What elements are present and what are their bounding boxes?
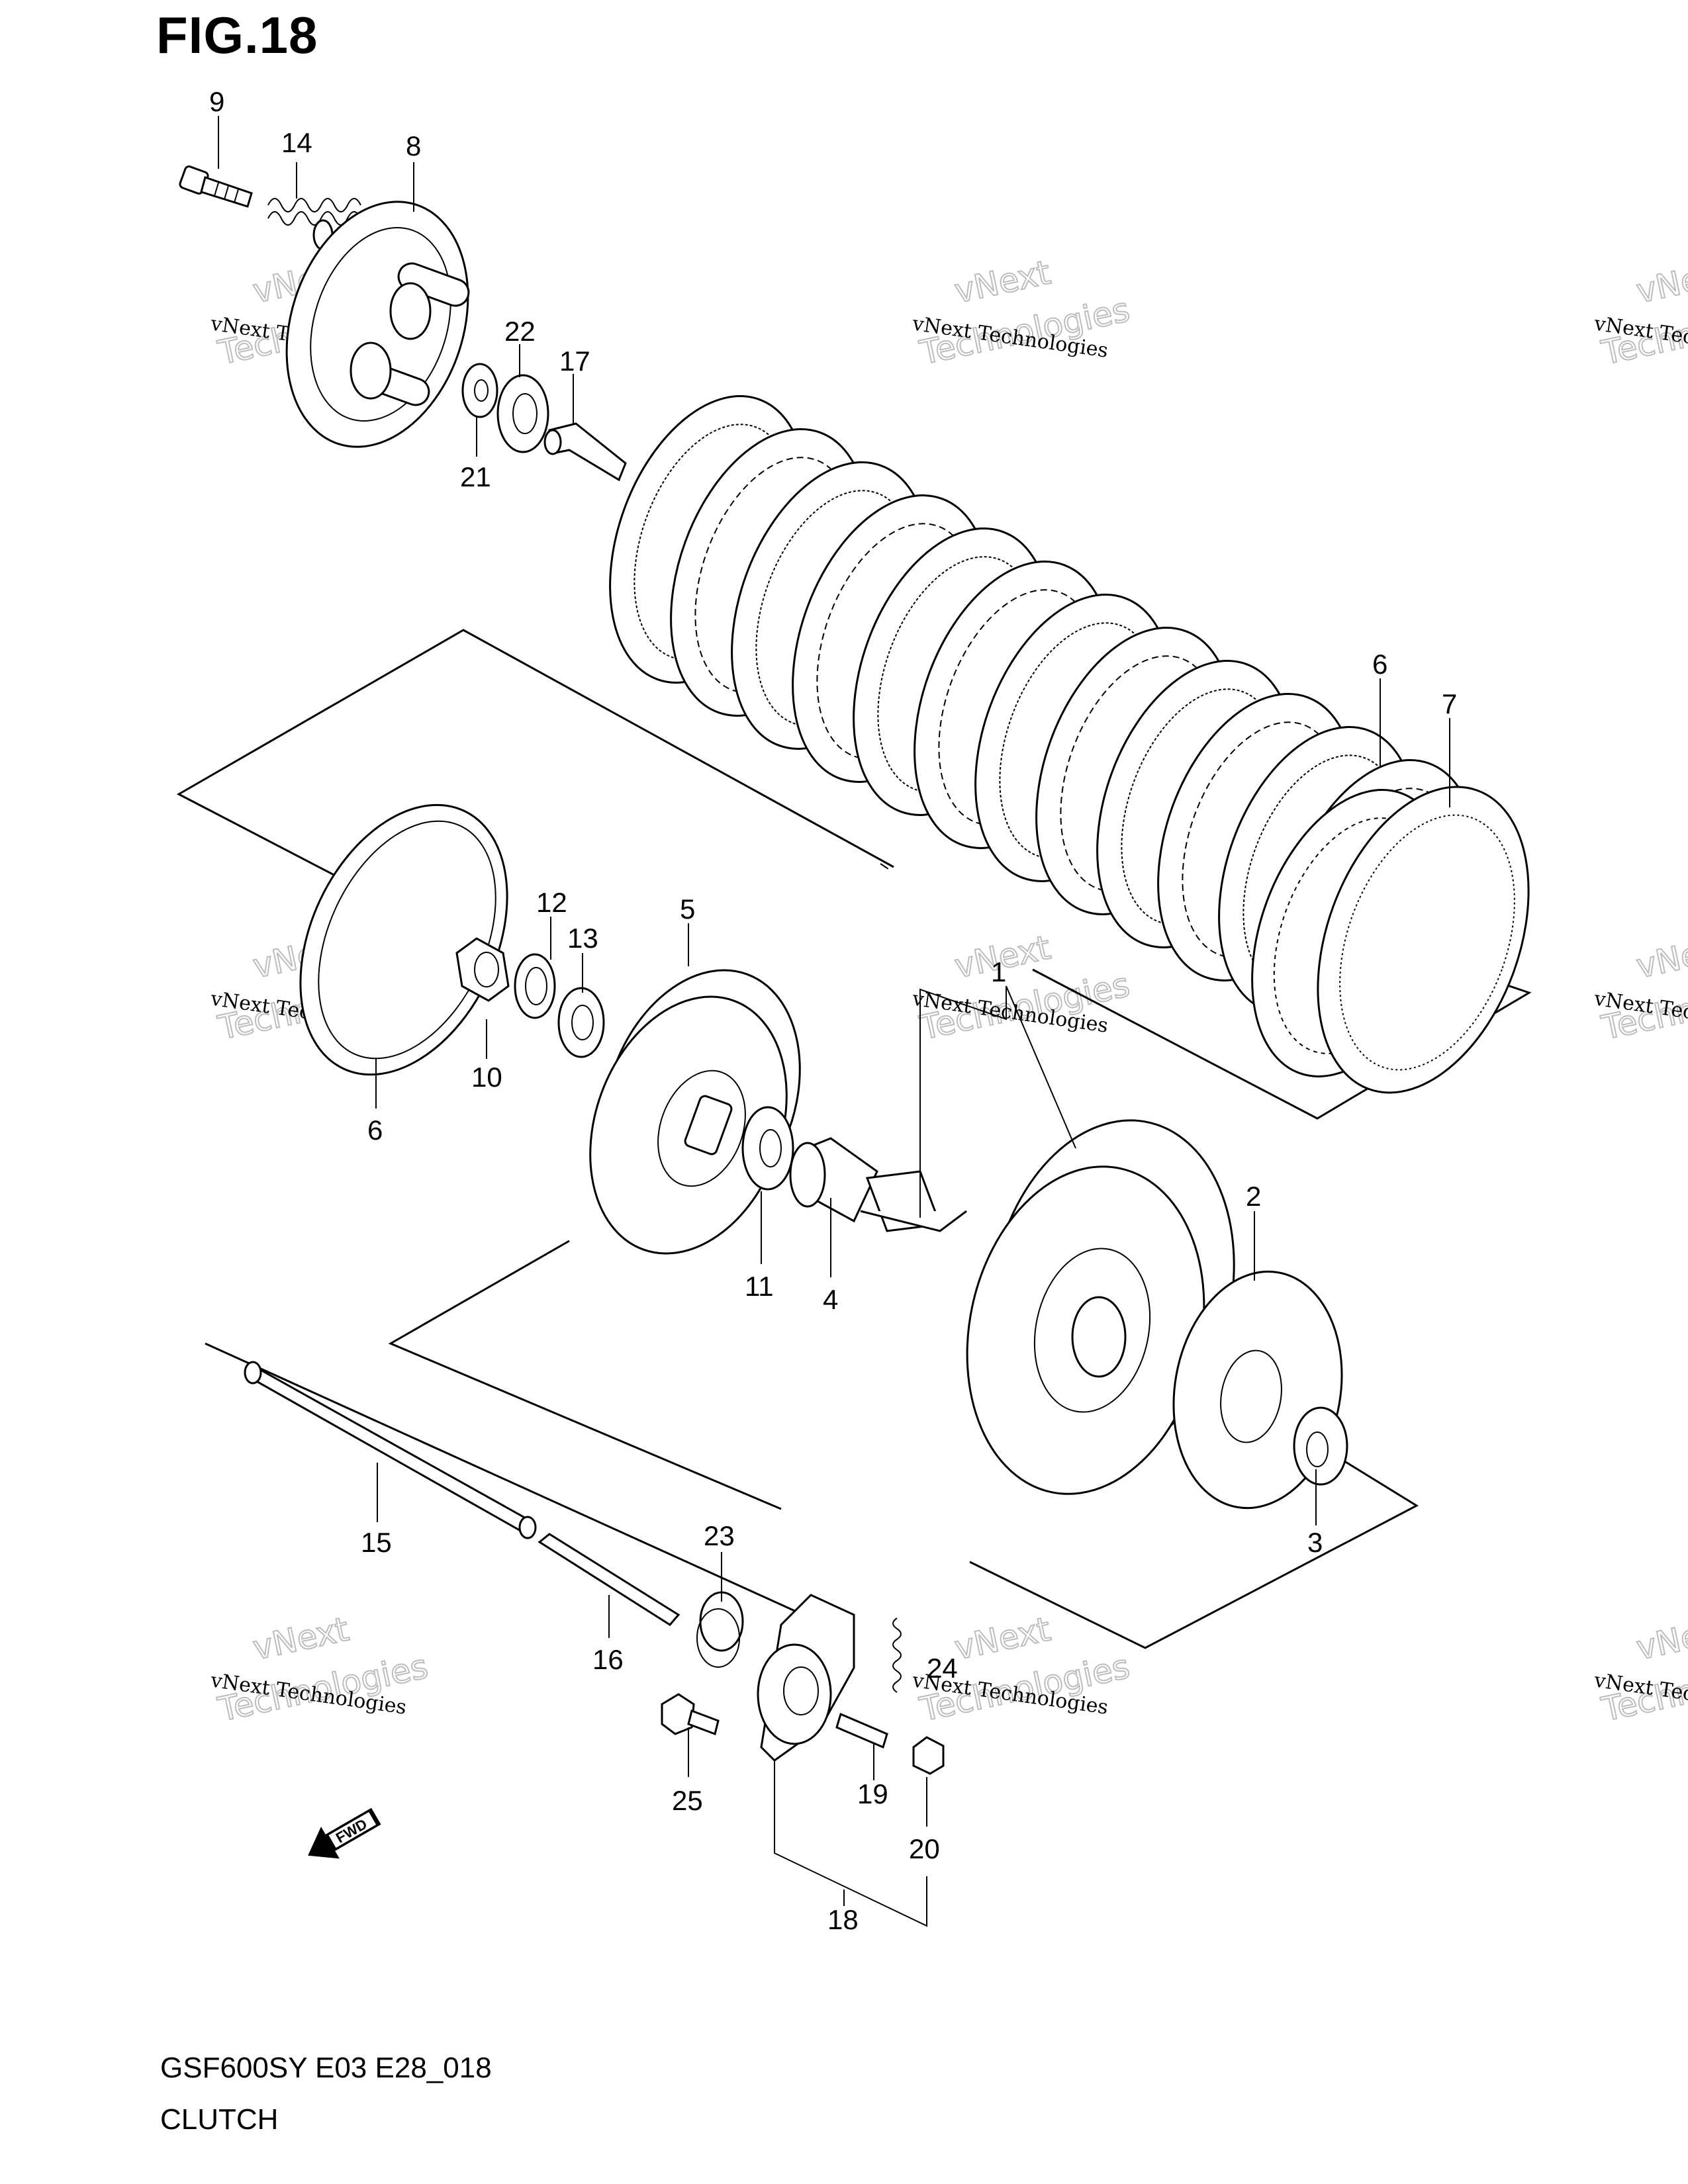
- part-1-primary-driven-gear: [860, 1119, 1235, 1495]
- callout-labels: 9 14 8 22 17 21 6 7 12 13 5 1 10 6 11 4 …: [209, 86, 1457, 1935]
- callout-6-top: 6: [1372, 649, 1387, 680]
- part-15-pushrod: [244, 1361, 537, 1539]
- callout-4: 4: [823, 1284, 838, 1315]
- part-10-nut: [455, 937, 510, 1002]
- part-8-pressure-plate: [285, 201, 470, 448]
- callout-14: 14: [281, 127, 312, 158]
- part-9-bolt: [179, 165, 253, 208]
- callout-21: 21: [460, 461, 491, 492]
- part-11-thrust-washer: [741, 1106, 794, 1191]
- part-22-bearing: [496, 374, 549, 453]
- callout-1: 1: [991, 956, 1006, 987]
- fwd-direction-arrow: FWD: [308, 1807, 381, 1859]
- callout-19: 19: [857, 1778, 888, 1809]
- part-23-cap: [696, 1591, 744, 1668]
- callout-3: 3: [1307, 1527, 1323, 1558]
- callout-23: 23: [704, 1520, 735, 1551]
- part-24-spring: [892, 1617, 902, 1693]
- callout-8: 8: [406, 130, 421, 161]
- lower-assembly-box: [205, 1240, 1419, 1649]
- watermark-outline: vNext: [951, 1610, 1054, 1667]
- part-16-rod: [538, 1533, 680, 1626]
- watermark-outline: vNext: [1633, 1610, 1688, 1667]
- callout-24: 24: [927, 1653, 958, 1684]
- callout-13: 13: [567, 923, 598, 954]
- callout-11: 11: [745, 1271, 774, 1302]
- callout-22: 22: [504, 316, 536, 347]
- diagram-code: GSF600SY E03 E28_018: [160, 2052, 492, 2084]
- callout-12: 12: [536, 887, 567, 918]
- callout-25: 25: [672, 1785, 703, 1816]
- part-18-release-assembly: [757, 1594, 855, 1762]
- part-13-lock-washer: [557, 987, 605, 1058]
- callout-10: 10: [471, 1062, 502, 1093]
- part-5-clutch-hub: [589, 969, 801, 1255]
- part-7-plate: [1317, 786, 1530, 1094]
- part-25-bolt: [661, 1693, 720, 1735]
- part-20-nut: [912, 1736, 945, 1775]
- watermark-outline: vNext: [951, 253, 1054, 310]
- callout-20: 20: [909, 1833, 940, 1864]
- callout-6-left: 6: [367, 1115, 383, 1146]
- watermark-outline: vNext: [1633, 253, 1688, 310]
- leader-lines: [218, 116, 1450, 1927]
- callout-18: 18: [827, 1904, 859, 1935]
- diagram-name: CLUTCH: [160, 2103, 279, 2136]
- callout-15: 15: [361, 1527, 392, 1558]
- figure-title: FIG.18: [156, 6, 318, 64]
- callout-9: 9: [209, 86, 224, 117]
- watermark-outline: vNext: [1633, 928, 1688, 985]
- part-4-needle-bearing: [789, 1137, 878, 1223]
- watermark-outline: vNext: [250, 1610, 352, 1667]
- callout-17: 17: [559, 345, 590, 377]
- clutch-plate-stack: [609, 395, 1530, 1094]
- part-17-pushrod-piece: [543, 422, 627, 482]
- callout-5: 5: [680, 893, 695, 925]
- part-19-screw: [835, 1712, 888, 1749]
- callout-7: 7: [1442, 688, 1457, 719]
- callout-2: 2: [1246, 1181, 1261, 1212]
- part-21-washer: [461, 363, 498, 418]
- part-12-washer: [514, 953, 556, 1019]
- part-3-spacer: [1293, 1406, 1348, 1486]
- callout-16: 16: [592, 1644, 624, 1675]
